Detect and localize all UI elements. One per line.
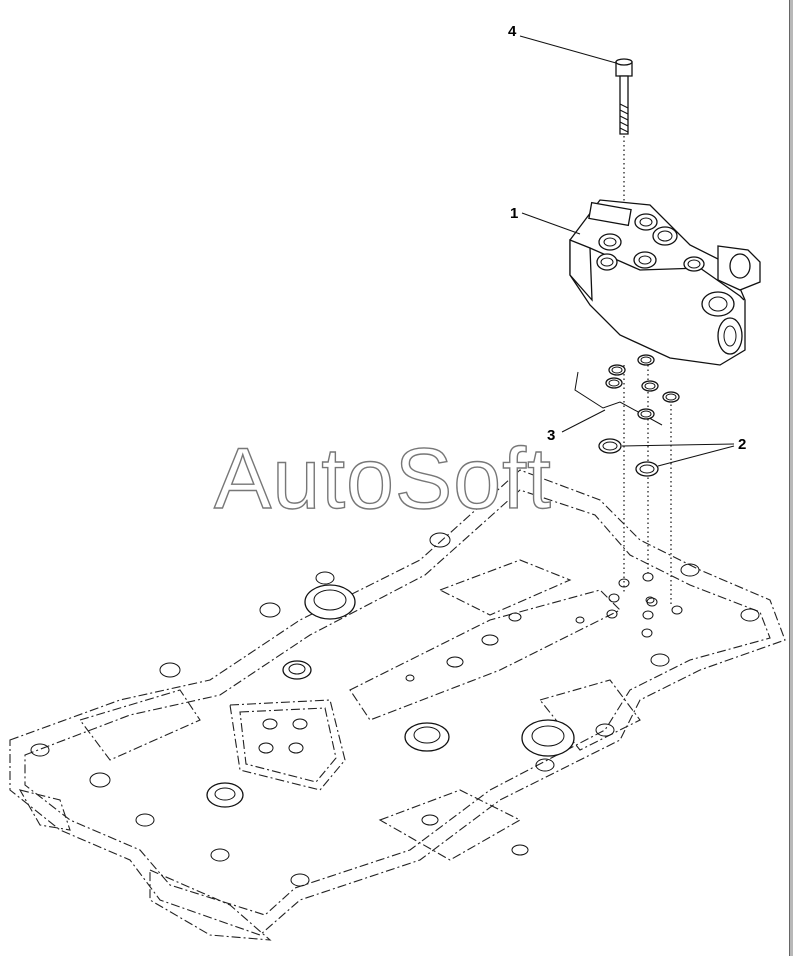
callout-2: 2 (738, 436, 746, 453)
callout-3: 3 (547, 427, 555, 444)
callout-4: 4 (508, 23, 517, 40)
watermark: AutoSoft (214, 431, 552, 527)
callout-1: 1 (510, 205, 518, 222)
base-plate (9, 469, 786, 941)
base-bosses (30, 532, 760, 887)
valve-block (569, 199, 761, 606)
o-rings (574, 354, 680, 477)
leader-lines (519, 35, 735, 467)
bolt (615, 58, 633, 212)
valve-ports (596, 213, 705, 272)
